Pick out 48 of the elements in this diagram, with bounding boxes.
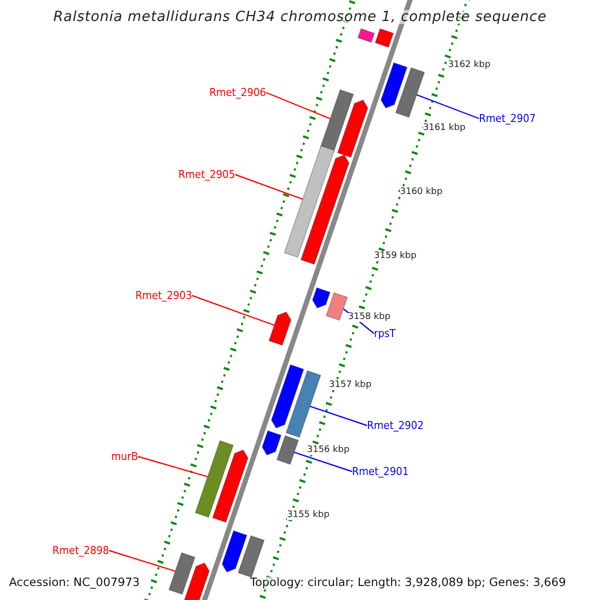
scale-label: 3161 kbp — [423, 124, 466, 133]
leader-line — [192, 294, 275, 326]
leader-line — [266, 92, 330, 120]
leader-line — [234, 174, 303, 200]
gene-label: Rmet_2901 — [352, 466, 409, 477]
scale-label: 3162 kbp — [448, 61, 490, 70]
leader-line — [294, 452, 352, 472]
gene-feature — [326, 292, 348, 321]
gene-feature — [238, 535, 265, 578]
gene-feature — [276, 435, 299, 465]
scale-label: 3158 kbp — [348, 313, 390, 322]
scale-label: 3157 kbp — [329, 381, 372, 390]
gene-label: Rmet_2906 — [209, 87, 266, 98]
gene-feature — [312, 287, 331, 309]
gene-feature — [262, 430, 282, 456]
gene-feature — [284, 145, 335, 258]
gene-label: Rmet_2902 — [367, 420, 424, 431]
gene-feature — [270, 364, 304, 429]
gene-label: Rmet_2907 — [479, 113, 536, 124]
gene-feature — [300, 154, 350, 265]
gene-label: rpsT — [374, 328, 396, 339]
leader-line — [416, 94, 480, 120]
gene-label: Rmet_2898 — [52, 545, 109, 556]
scale-label: 3156 kbp — [307, 446, 350, 455]
gene-feature — [336, 99, 368, 158]
gene-feature — [357, 28, 375, 43]
gene-label: Rmet_2903 — [135, 290, 192, 301]
scale-label: 3155 kbp — [287, 511, 330, 520]
gene-feature — [212, 449, 248, 523]
gene-feature — [168, 552, 196, 595]
gene-label: Rmet_2905 — [178, 169, 235, 180]
gene-feature — [222, 530, 248, 573]
leader-line — [310, 406, 368, 426]
footer-text: Accession: NC_007973 — [9, 577, 140, 588]
gene-feature — [181, 562, 210, 600]
gene-feature — [380, 62, 408, 109]
gene-feature — [194, 440, 234, 518]
gene-feature — [320, 89, 354, 153]
gene-feature — [268, 311, 292, 346]
scale-label: 3159 kbp — [374, 252, 416, 261]
gene-feature — [395, 67, 425, 118]
leader-line — [138, 456, 208, 478]
footer-text: Topology: circular; Length: 3,928,089 bp; Genes: 3,669 — [250, 577, 566, 588]
scale-label: 3160 kbp — [400, 188, 442, 197]
gene-label: murB — [111, 451, 138, 462]
gene-feature — [286, 370, 322, 438]
leader-line — [108, 550, 176, 572]
gene-feature — [374, 28, 394, 48]
